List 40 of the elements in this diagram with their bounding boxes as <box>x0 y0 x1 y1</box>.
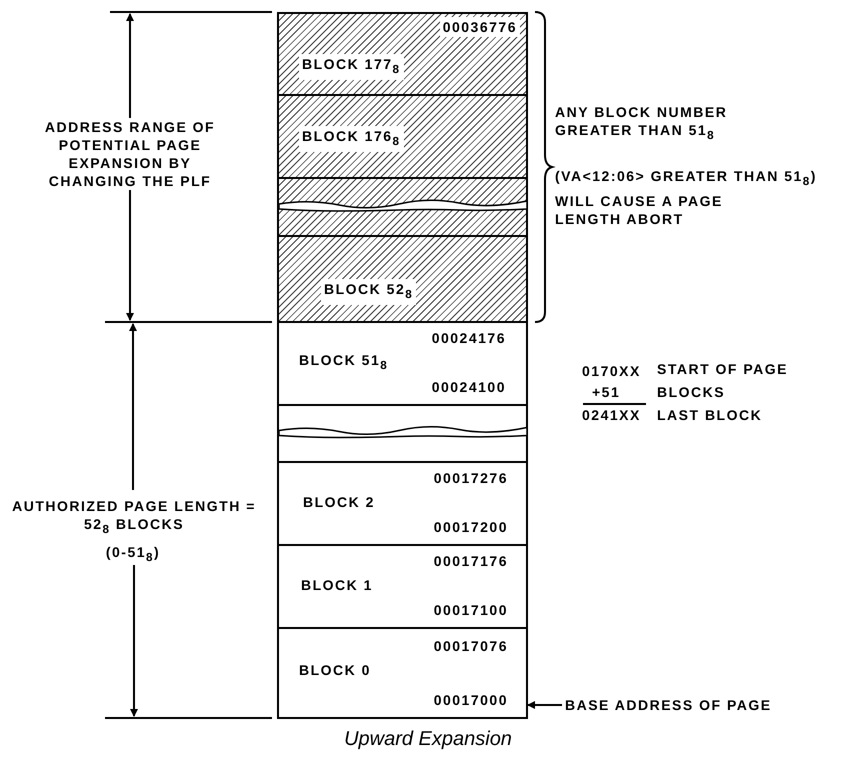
address-value: 00017100 <box>434 601 508 619</box>
address-value: 00017076 <box>434 637 508 655</box>
address-value: 00017176 <box>434 552 508 570</box>
memory-block <box>277 544 528 629</box>
note-text: WILL CAUSE A PAGE LENGTH ABORT <box>555 192 724 228</box>
address-value: 00024100 <box>432 378 506 396</box>
dimension-label: ADDRESS RANGE OF POTENTIAL PAGE EXPANSION BY CHANGING THE PLF <box>44 118 216 190</box>
note-text: (VA<12:06> GREATER THAN 51$_{8}$) <box>555 167 817 190</box>
arrow <box>527 701 562 709</box>
hatched-memory-block <box>277 12 528 96</box>
calculation-value: +51 <box>592 383 620 401</box>
break-band <box>277 177 528 237</box>
block-label: BLOCK 1 <box>301 576 373 594</box>
address-value: 00017000 <box>434 691 508 709</box>
memory-block <box>277 461 528 546</box>
break-band <box>277 404 528 463</box>
block-label: BLOCK 2 <box>303 493 375 511</box>
calculation-label: START OF PAGE <box>657 360 788 378</box>
hatched-memory-block <box>277 235 528 323</box>
memory-block <box>277 627 528 719</box>
calculation-label: BLOCKS <box>657 383 726 401</box>
block-label: BLOCK 0 <box>299 661 371 679</box>
address-value: 00017276 <box>434 469 508 487</box>
block-label: BLOCK 51$_{8}$ <box>299 351 388 374</box>
callout-text: BASE ADDRESS OF PAGE <box>565 696 772 714</box>
calculation-value: 0241XX <box>582 406 641 424</box>
memory-block <box>277 321 528 406</box>
dimension-label: AUTHORIZED PAGE LENGTH = 52$_{8}$ BLOCKS <box>11 497 257 538</box>
dimension-label: (0-51$_{8}$) <box>104 543 162 566</box>
address-value: 00024176 <box>432 329 506 347</box>
block-label: BLOCK 176$_{8}$ <box>299 126 404 152</box>
hatched-memory-block <box>277 94 528 179</box>
caption: Upward Expansion <box>343 728 513 751</box>
calculation-value: 0170XX <box>582 362 641 380</box>
note-text: ANY BLOCK NUMBER GREATER THAN 51$_{8}$ <box>555 103 728 144</box>
calculation-label: LAST BLOCK <box>657 406 762 424</box>
address-value: 00036776 <box>440 17 520 37</box>
address-value: 00017200 <box>434 518 508 536</box>
block-label: BLOCK 52$_{8}$ <box>321 279 416 305</box>
block-label: BLOCK 177$_{8}$ <box>299 54 404 80</box>
